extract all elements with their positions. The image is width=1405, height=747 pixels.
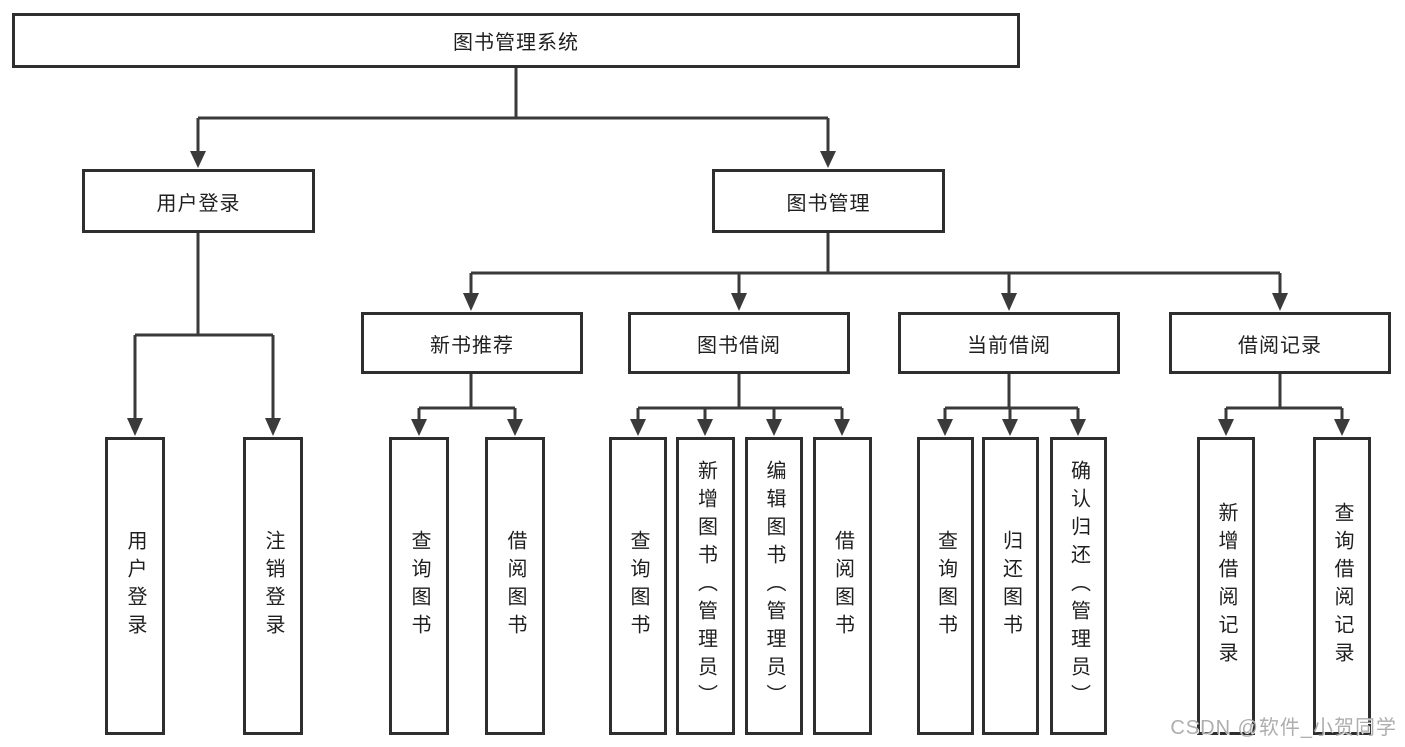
edges-book-borrowing-to-leaves [630, 374, 850, 436]
leaf-return-books: 归还图书 [982, 437, 1039, 735]
leaf-borrow-books-recommend: 借阅图书 [485, 437, 545, 735]
edges-borrowing-records-to-leaves [1218, 374, 1350, 436]
leaf-query-books-current: 查询图书 [917, 437, 974, 735]
node-book-borrowing: 图书借阅 [628, 312, 850, 374]
leaf-add-borrowing-record: 新增借阅记录 [1197, 437, 1255, 735]
leaf-logout: 注销登录 [243, 437, 303, 735]
edges-root-to-level2 [190, 68, 836, 168]
edges-book-management-to-level3 [463, 233, 1288, 311]
watermark-text: CSDN @软件_小贺同学 [1170, 717, 1397, 739]
leaf-borrow-books: 借阅图书 [813, 437, 872, 735]
edges-new-book-recommendation-to-leaves [411, 374, 523, 436]
leaf-edit-book-admin: 编辑图书（管理员） [745, 437, 803, 735]
leaf-query-books-borrowing: 查询图书 [609, 437, 667, 735]
node-library-management-system: 图书管理系统 [12, 13, 1020, 68]
edges-current-borrowing-to-leaves [937, 374, 1086, 436]
node-new-book-recommendation: 新书推荐 [361, 312, 583, 374]
leaf-query-borrowing-record: 查询借阅记录 [1313, 437, 1371, 735]
leaf-user-login: 用户登录 [105, 437, 165, 735]
node-book-management: 图书管理 [712, 169, 945, 233]
leaf-add-book-admin: 新增图书（管理员） [676, 437, 735, 735]
node-current-borrowing: 当前借阅 [898, 312, 1120, 374]
edges-user-login-to-leaves [127, 233, 281, 436]
leaf-confirm-return-admin: 确认归还（管理员） [1050, 437, 1107, 735]
node-borrowing-records: 借阅记录 [1169, 312, 1391, 374]
node-user-login: 用户登录 [82, 169, 315, 233]
leaf-query-books-recommend: 查询图书 [389, 437, 449, 735]
